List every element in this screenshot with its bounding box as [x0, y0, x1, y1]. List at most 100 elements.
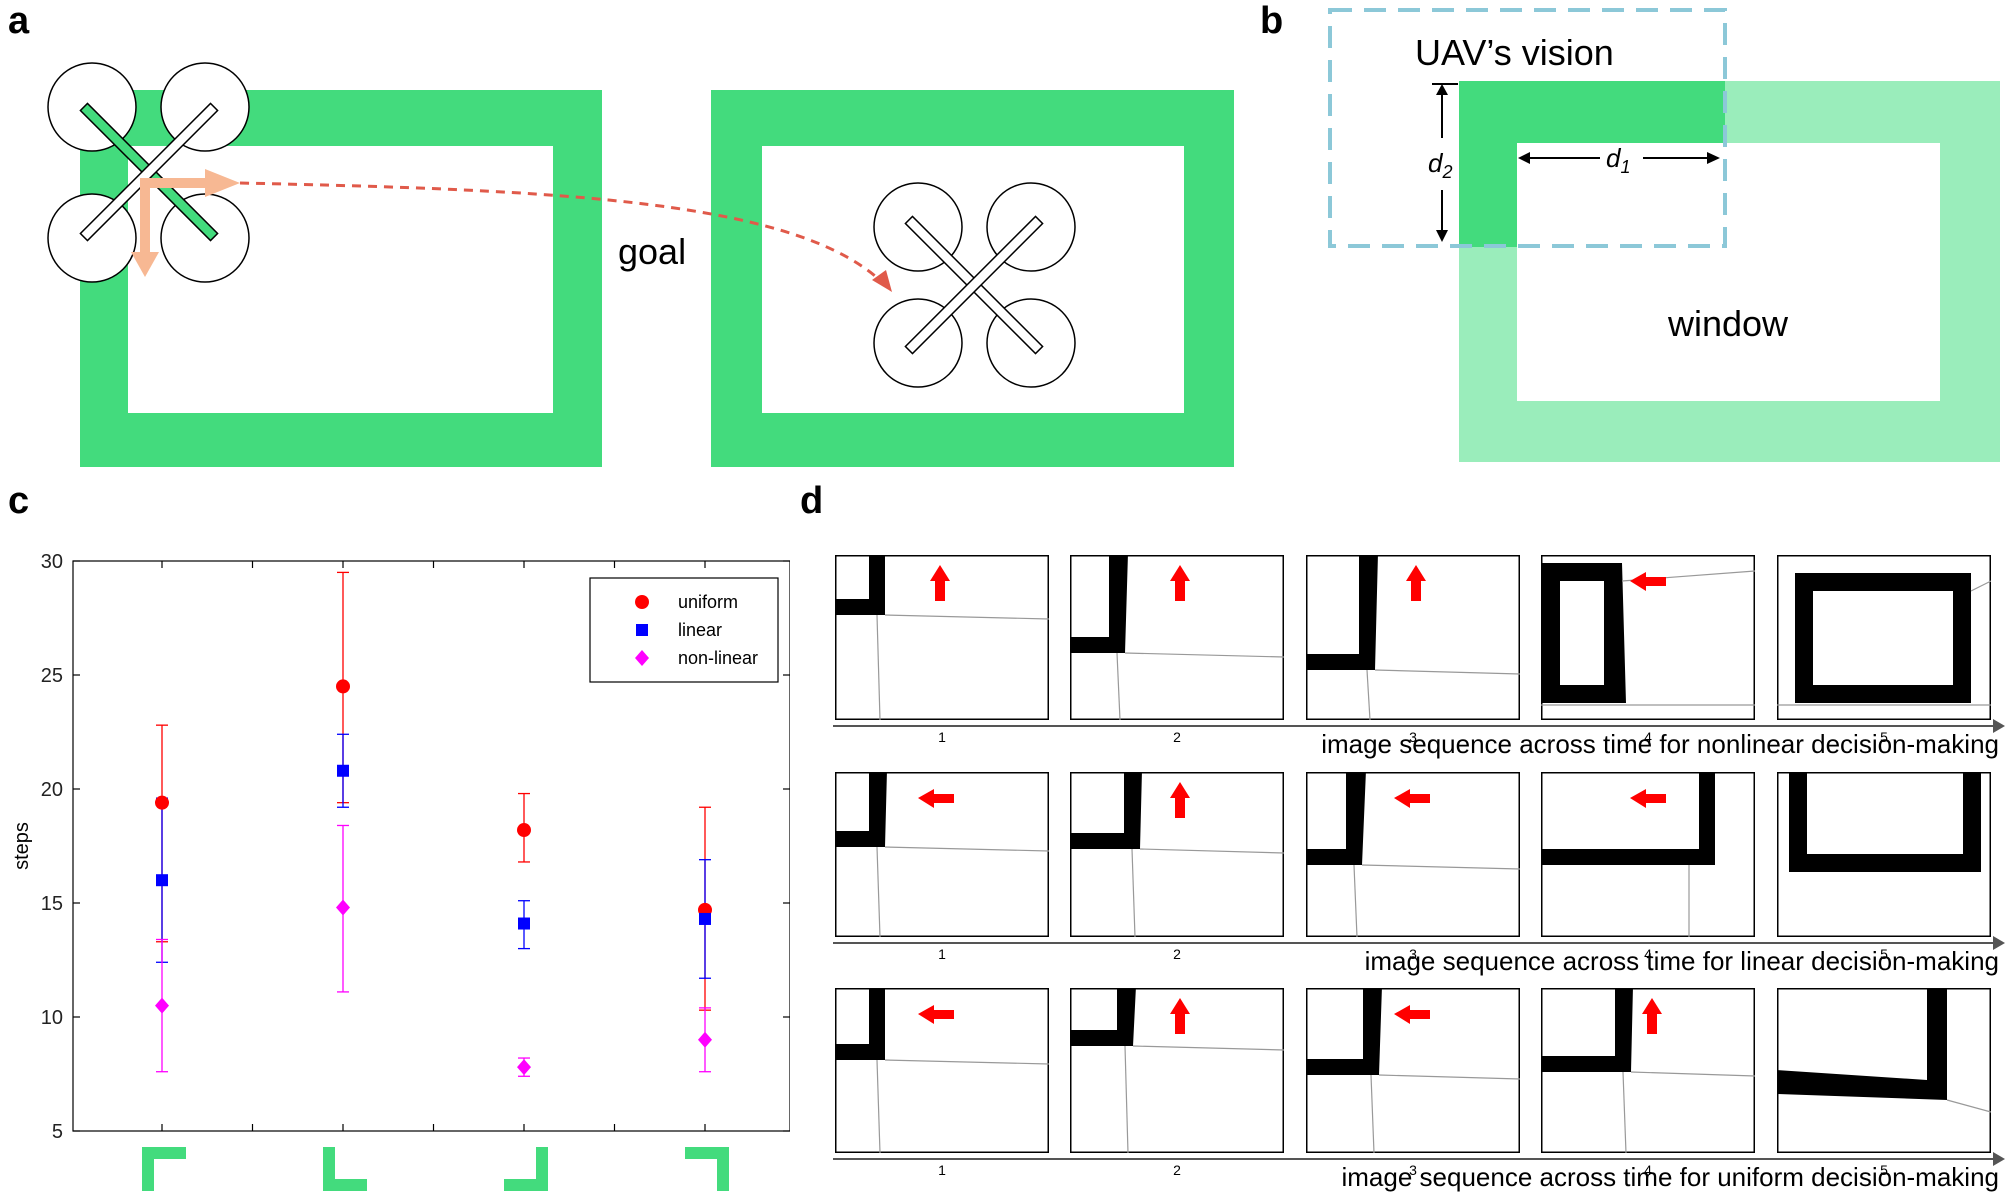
y-tick-label: 10 [41, 1007, 63, 1029]
panel-b-diagram: UAV’s vision window d2 d1 [1328, 8, 2000, 462]
direction-arrow-up-icon [1170, 998, 1190, 1034]
marker-non-linear [155, 997, 169, 1014]
corner-bottom-left-icon [323, 1147, 367, 1191]
sequence-frame [1541, 772, 1755, 937]
window-edge-shape [1541, 772, 1715, 865]
frame-number-label: 2 [1173, 729, 1181, 745]
direction-arrow-left-icon [1394, 1005, 1430, 1024]
marker-linear [156, 874, 168, 887]
marker-linear [699, 912, 711, 925]
marker-uniform [336, 679, 350, 694]
y-axis-label: steps [11, 822, 33, 870]
panel-a-diagram: goal [47, 62, 1234, 467]
sequence-frame [1306, 772, 1520, 937]
frame-number-label: 2 [1173, 946, 1181, 962]
legend [589, 577, 779, 683]
frame-number-label: 3 [1409, 1162, 1417, 1178]
d2-dimension-arrow [1432, 83, 1458, 242]
window-edge-shape [1795, 573, 1971, 703]
legend-label-uniform: uniform [678, 592, 738, 612]
sequence-frame [1541, 555, 1755, 720]
legend-marker-uniform [635, 595, 649, 609]
legend-marker-linear [636, 624, 648, 636]
time-axis-arrowhead-icon [1993, 1152, 2005, 1166]
window-edge-shape [1542, 563, 1626, 703]
sequence-frame [1070, 772, 1284, 937]
frame-number-label: 5 [1880, 946, 1888, 962]
frame-number-label: 4 [1644, 729, 1652, 745]
trajectory-dashed-line [239, 181, 887, 287]
sequence-frame [1777, 772, 1991, 937]
window-frame-right [711, 90, 1234, 467]
y-tick-label: 15 [41, 893, 63, 915]
window-frame-visible [1459, 81, 1725, 247]
window-edge-shape [1070, 772, 1142, 849]
frame-number-label: 3 [1409, 729, 1417, 745]
panel-label-c: c [8, 480, 30, 522]
marker-uniform [517, 823, 531, 838]
uav-vision-label: UAV’s vision [1415, 32, 1614, 73]
trajectory-arrowhead-icon [872, 270, 892, 292]
legend-marker-non-linear [635, 650, 649, 666]
sequence-caption: image sequence across time for nonlinear… [1321, 729, 1999, 759]
uav-start-icon [47, 62, 250, 283]
time-axis-arrowhead-icon [1993, 936, 2005, 950]
window-edge-shape [1306, 772, 1366, 865]
marker-non-linear [698, 1031, 712, 1048]
corner-top-right-icon [685, 1147, 729, 1191]
window-frame-left [80, 90, 602, 467]
sequence-frame [835, 555, 1049, 720]
sequence-frame [1306, 988, 1520, 1153]
sequence-frame [1541, 988, 1755, 1153]
legend-label-linear: linear [678, 620, 722, 640]
goal-label: goal [618, 231, 686, 272]
sequence-frame [1070, 555, 1284, 720]
sequence-frame [835, 772, 1049, 937]
window-edge-shape [1541, 988, 1633, 1072]
corner-bottom-right-icon [504, 1147, 548, 1191]
panel-label-b: b [1260, 0, 1284, 42]
y-tick-label: 30 [41, 551, 63, 573]
window-edge-shape [1789, 772, 1981, 872]
direction-arrow-left-icon [1630, 572, 1666, 591]
d1-dimension-arrow [1518, 152, 1720, 164]
frame-number-label: 4 [1644, 946, 1652, 962]
direction-arrow-up-icon [1406, 565, 1426, 601]
marker-uniform [155, 795, 169, 810]
sequence-caption: image sequence across time for linear de… [1364, 946, 1999, 976]
direction-arrow-left-icon [1394, 789, 1430, 808]
uav-vision-box [1328, 8, 1727, 248]
direction-arrow-up-icon [1170, 565, 1190, 601]
sequence-frame [1777, 555, 1991, 720]
frame-border [1777, 988, 1991, 1153]
marker-non-linear [336, 899, 350, 916]
window-edge-shape [1070, 988, 1136, 1046]
window-edge-shape [1777, 988, 1947, 1100]
window-edge-shape [1306, 988, 1382, 1075]
y-tick-label: 25 [41, 665, 63, 687]
legend-label-non-linear: non-linear [678, 648, 758, 668]
window-label: window [1667, 303, 1789, 344]
window-edge-shape [1070, 555, 1128, 653]
direction-arrow-left-icon [1630, 789, 1666, 808]
window-edge-shape [835, 988, 885, 1060]
frame-number-label: 3 [1409, 946, 1417, 962]
window-edge-shape [1306, 555, 1378, 670]
direction-arrow-up-icon [930, 565, 950, 601]
panel-label-d: d [800, 480, 824, 522]
time-axis-line [833, 1158, 1999, 1160]
time-axis-line [833, 942, 1999, 944]
corner-top-left-icon [142, 1147, 186, 1191]
panel-label-a: a [8, 0, 30, 42]
time-axis-line [833, 725, 1999, 727]
frame-number-label: 1 [938, 1162, 946, 1178]
d2-label: d2 [1428, 148, 1452, 182]
window-edge-shape [835, 772, 887, 847]
frame-number-label: 1 [938, 729, 946, 745]
frame-number-label: 5 [1880, 729, 1888, 745]
direction-arrow-up-icon [1642, 998, 1662, 1034]
sequence-frame [1070, 988, 1284, 1153]
d1-label: d1 [1606, 143, 1630, 177]
window-edge-shape [835, 555, 885, 615]
